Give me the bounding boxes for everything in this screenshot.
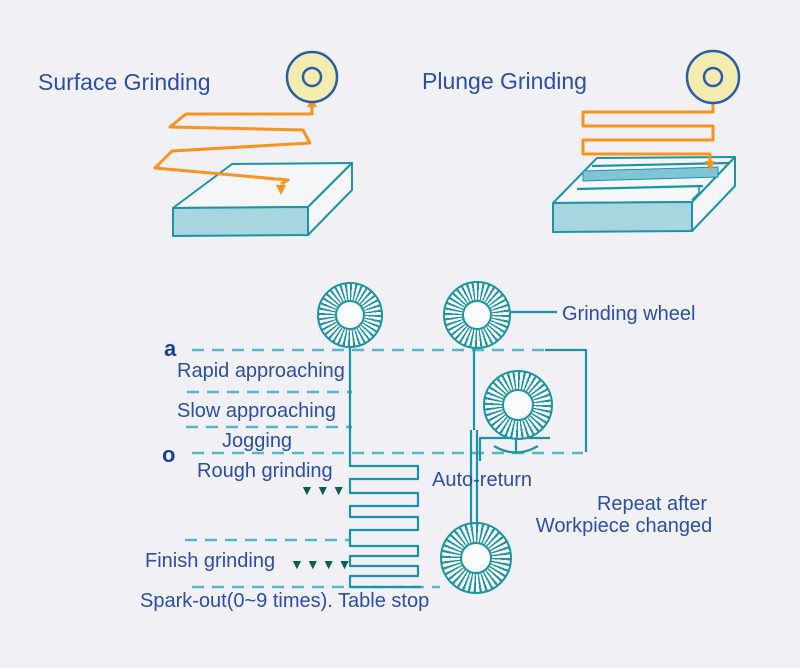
plunge-feed-path-icon [581,102,715,171]
surface-workpiece-block [172,162,353,237]
grinding-wheel-icon-jogging [483,370,553,440]
rough-feed-markers-icon: ▼▼▼ [300,482,348,498]
rapid-approaching-label: Rapid approaching [177,360,345,382]
finish-grinding-label: Finish grinding [145,550,275,572]
auto-return-arc-icon [493,445,539,454]
repeat-after-label: Repeat after [597,493,707,515]
infeed-step-path [348,344,421,589]
workpiece-changed-label: Workpiece changed [536,515,712,537]
groove-front-edge [576,184,704,191]
plunge-grinding-section: Plunge Grinding [422,49,741,233]
point-o-label: o [162,442,175,467]
grinding-wheel-icon-labeled [443,281,511,349]
rough-grinding-label: Rough grinding [197,460,333,482]
auto-return-label: Auto-return [432,469,532,491]
slow-approaching-label: Slow approaching [177,400,336,422]
feed-arrow-down-icon [276,185,286,195]
groove-wall [582,166,719,182]
surface-grinding-title: Surface Grinding [38,69,211,95]
grinding-wheel-icon-bottom [440,522,512,594]
repeat-loop-line [545,348,588,452]
spark-out-label: Spark-out(0~9 times). Table stop [140,590,429,612]
finish-feed-markers-icon: ▼▼▼▼ [290,556,353,572]
groove-notch [691,187,700,201]
grinding-wheel-icon-left [317,282,383,348]
plunge-grinding-title: Plunge Grinding [422,68,587,94]
grinding-wheel-label: Grinding wheel [562,303,695,325]
plunge-workpiece-block [552,156,736,233]
plunge-wheel-side-icon [685,49,741,105]
grinding-cycle-diagram: a Rapid approaching Slow approaching Jog… [140,303,712,612]
surface-grinding-section: Surface Grinding [38,50,353,237]
point-a-label: a [164,336,177,361]
jogging-label: Jogging [222,430,292,452]
surface-wheel-side-icon [285,50,339,104]
plunge-arrow-down-icon [705,161,715,171]
